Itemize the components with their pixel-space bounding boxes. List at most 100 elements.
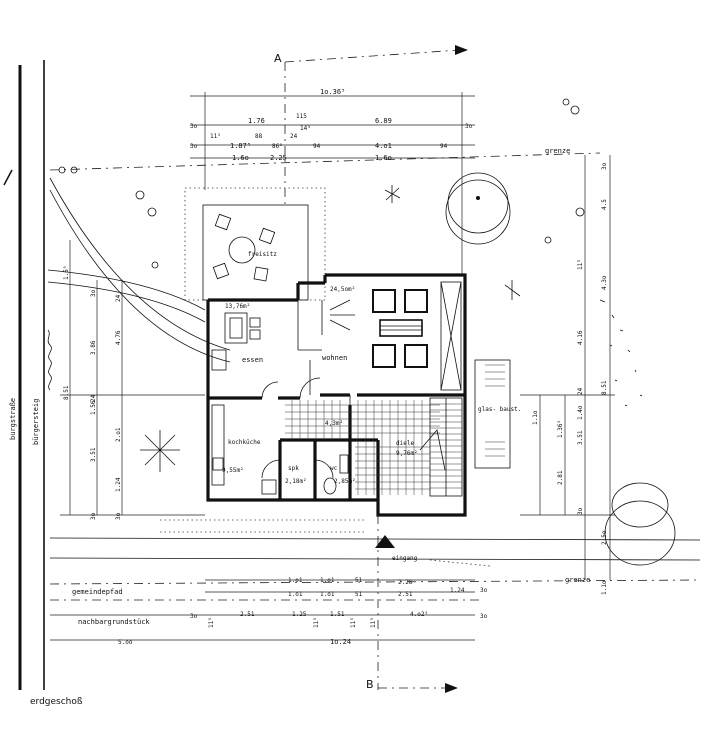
dim-top: 1o.36⁵ 3o 1.76 115 6.89 3o 3o 1.87⁵ 86⁵ …	[190, 88, 475, 275]
dim-left-8: 3o	[90, 512, 97, 520]
section-label-a: A	[274, 52, 282, 65]
dim-top-row3-2: 94	[313, 143, 321, 150]
dim-right-6: 2.5o	[601, 530, 608, 545]
dim-right-12: 1.1o	[532, 410, 539, 425]
room-label-glasbaust: glas- baust.	[478, 406, 521, 413]
room-label-kochkueche: kochküche	[228, 439, 261, 446]
dining-table	[211, 312, 261, 371]
label-grenze-top: grenze	[545, 147, 570, 155]
dim-top-row3-3: 1.6o	[375, 154, 392, 162]
dim-right-14: 4.3o	[601, 275, 608, 290]
label-buergersteig: bürgersteig	[32, 399, 40, 445]
dim-bottom-row2-0: 1.o1	[288, 591, 303, 598]
dim-bottom-row3-3: 1.51	[330, 611, 345, 618]
hall-tiles	[285, 400, 440, 495]
dim-left-12: 3o	[115, 512, 122, 520]
dim-right: 4.5 4.16 8.51 1.4o 3.51 2.81 2.5o 1.36⁵ …	[520, 155, 615, 595]
dim-bottom-row3-2: 1.25	[292, 611, 307, 618]
boundary-lines: grenze grenze gemeindepfad nachbargrunds…	[49, 147, 701, 626]
dim-bottom-row2-4: 1.24	[450, 587, 465, 594]
dim-bottom-row1-3: 2.26	[398, 579, 413, 586]
dim-left-4: 1.56	[90, 400, 97, 415]
dim-top-row2-3: 4.o1	[375, 142, 392, 150]
dim-left-7: 1.24	[115, 477, 122, 492]
dim-top-row2-0: 3o	[190, 143, 198, 150]
dim-right-11: 3o	[601, 162, 608, 170]
dim-left-0: 1.5⁵	[63, 266, 70, 280]
dim-bottom-left: 5.oo	[118, 639, 133, 646]
dim-top-small-3: 88	[255, 133, 263, 140]
street-lines	[3, 60, 231, 690]
staircase	[419, 397, 463, 497]
dim-left: 1.5⁵ 3.86 4.76 8.51 1.56 3.51 2.o1 1.24 …	[60, 240, 205, 520]
dim-right-0: 4.5	[601, 199, 608, 210]
label-grenze-bottom: grenze	[565, 576, 590, 584]
dim-right-13: 1.1o	[601, 580, 608, 595]
dim-right-4: 3.51	[577, 430, 584, 445]
dim-right-5: 2.81	[557, 470, 564, 485]
kitchen-fixtures	[211, 404, 349, 495]
dim-bottom-row3-1: 2.51	[240, 611, 255, 618]
room-label-spk: spk	[288, 465, 299, 472]
dim-left-9: 24	[90, 394, 97, 402]
dim-top-row1-2: 115	[296, 113, 307, 120]
area-essen: 13,76m²	[225, 303, 250, 310]
dim-top-small-1: 24	[290, 133, 298, 140]
area-kueche: 9,55m²	[222, 467, 244, 474]
entrance-marker: eingang	[375, 535, 418, 562]
dim-top-row1-3: 6.89	[375, 117, 392, 125]
dim-top-overall: 1o.36⁵	[320, 88, 345, 96]
dim-right-8: 11⁵	[577, 259, 584, 270]
landscaping	[47, 98, 676, 566]
dim-left-5: 3.51	[90, 447, 97, 462]
dim-left-11: 24	[115, 294, 122, 302]
dim-top-row2-4: 94	[440, 143, 448, 150]
room-label-wc: wc	[330, 465, 338, 472]
dim-top-row2-1: 1.87⁵	[230, 142, 251, 150]
dim-bottom-row1-0: 1.o1	[288, 577, 303, 584]
dim-bottom: 1.o1 1.o1 51 2.26 1.o1 1.o1 51 2.51 1.24…	[50, 577, 488, 646]
area-flur: 4,3m²	[325, 420, 343, 427]
area-wc: 2,85m²	[334, 478, 356, 485]
area-spk: 2,18m²	[285, 478, 307, 485]
room-label-wohnen: wohnen	[322, 354, 347, 362]
dim-bottom-small-1: 11⁵	[313, 617, 320, 628]
dim-bottom-row3-0: 3o	[190, 613, 198, 620]
dim-top-row1-1: 1.76	[248, 117, 265, 125]
dim-bottom-overall: 1o.24	[330, 638, 351, 646]
dim-bottom-row2-3: 2.51	[398, 591, 413, 598]
room-label-essen: essen	[242, 356, 263, 364]
label-gemeindepfad: gemeindepfad	[72, 588, 123, 596]
house-walls	[206, 273, 467, 517]
dim-top-row1-0: 3o	[190, 123, 198, 130]
area-wohnen: 24,5om²	[330, 286, 355, 293]
dim-bottom-small-2: 11⁵	[350, 617, 357, 628]
dim-left-10: 3o	[90, 289, 97, 297]
dim-bottom-small-3: 11⁵	[370, 617, 377, 628]
dim-top-small-2: 14⁵	[300, 125, 311, 132]
dim-top-row3-0: 1.6o	[232, 154, 249, 162]
dim-top-row3-1: 2.25	[270, 154, 287, 162]
section-line-ab: A B	[274, 45, 468, 693]
living-furniture	[329, 281, 462, 391]
dim-right-7: 1.36⁵	[557, 420, 564, 438]
dim-bottom-row2-1: 1.o1	[320, 591, 335, 598]
dim-left-6: 2.o1	[115, 427, 122, 442]
label-burgstrasse: burgstraße	[9, 398, 17, 440]
dim-bottom-row2-5: 3o	[480, 587, 488, 594]
dim-right-9: 24	[577, 387, 584, 395]
label-eingang: eingang	[392, 555, 418, 562]
dim-bottom-row2-2: 51	[355, 591, 363, 598]
label-nachbargrundstueck: nachbargrundstück	[78, 618, 150, 626]
room-label-freisitz: freisitz	[248, 251, 277, 258]
dim-right-3: 1.4o	[577, 405, 584, 420]
area-diele: 9,76m²	[396, 450, 418, 457]
room-label-diele: diele	[396, 440, 414, 447]
dim-left-2: 4.76	[115, 330, 122, 345]
dim-bottom-row1-1: 1.o1	[320, 577, 335, 584]
dim-bottom-row3-4: 4.o2⁵	[410, 611, 428, 618]
dim-bottom-row1-2: 51	[355, 577, 363, 584]
dim-left-1: 3.86	[90, 340, 97, 355]
section-label-b: B	[366, 678, 374, 691]
